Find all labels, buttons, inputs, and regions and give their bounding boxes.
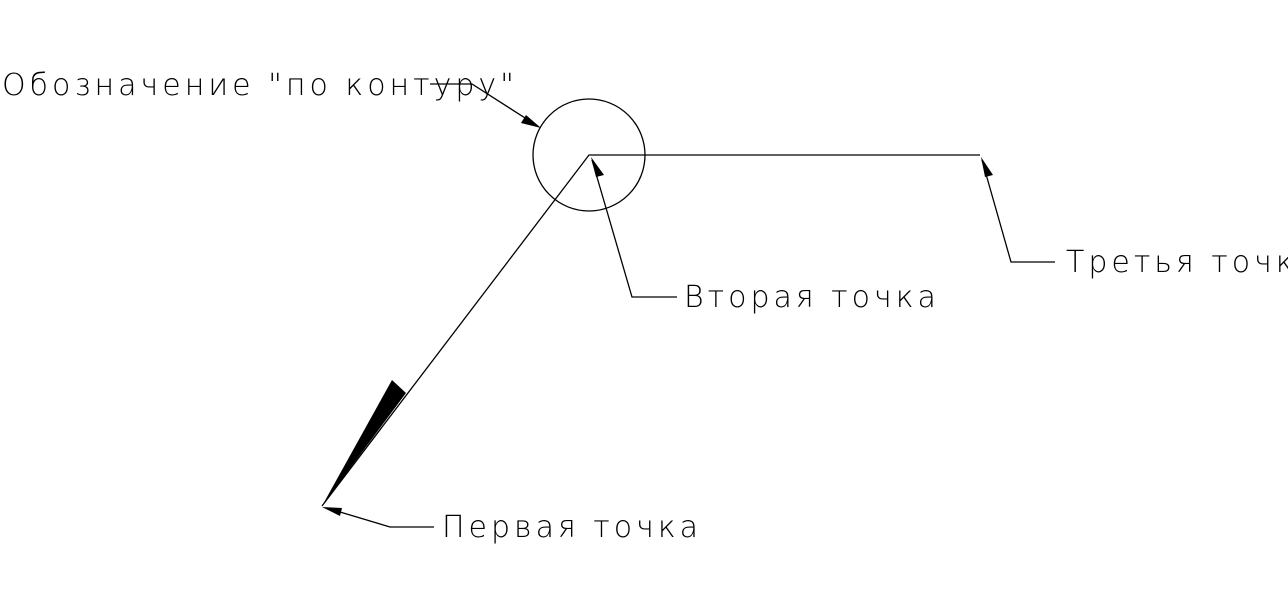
second-point-label: Вторая точка xyxy=(684,280,940,315)
second-point-callout-line xyxy=(591,159,677,298)
first-point-arrowhead xyxy=(322,380,406,506)
contour-label: Обозначение "по контуру" xyxy=(2,68,518,103)
third-point-label: Третья точка xyxy=(1066,245,1288,280)
first-point-callout-line xyxy=(329,508,434,528)
first-point-label: Первая точка xyxy=(442,510,702,545)
second-point-callout-arrowhead xyxy=(591,157,604,177)
first-point-callout-arrowhead xyxy=(322,507,342,516)
third-point-callout-arrowhead xyxy=(981,157,993,177)
contour-callout-line xyxy=(430,83,537,126)
leader-polyline xyxy=(321,154,980,507)
contour-callout-arrowhead xyxy=(521,115,541,128)
third-point-callout-line xyxy=(981,159,1055,263)
